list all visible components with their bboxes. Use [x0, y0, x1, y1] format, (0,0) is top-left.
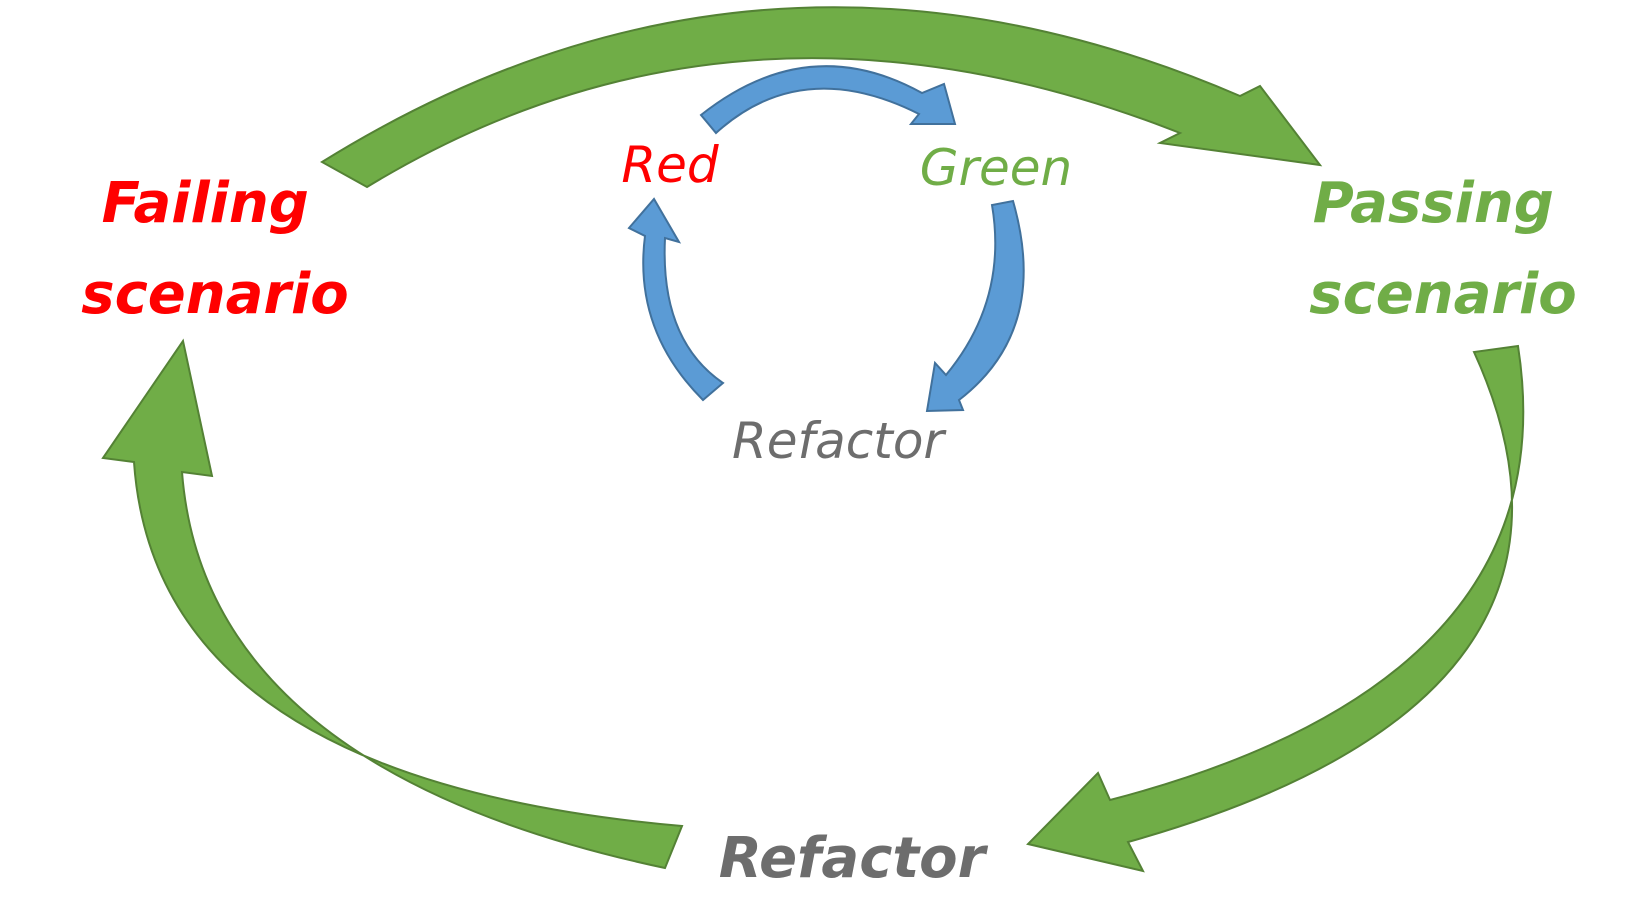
inner-refactor-label: Refactor — [732, 412, 947, 470]
labels: Failing scenario Passing scenario Refact… — [81, 136, 1576, 891]
outer-refactor-label: Refactor — [719, 826, 989, 891]
failing-scenario-label: Failing scenario — [81, 171, 348, 327]
passing-scenario-line2: scenario — [1309, 262, 1576, 327]
inner-arrow-refactor-to-red — [627, 197, 725, 402]
passing-scenario-line1: Passing — [1313, 171, 1554, 236]
outer-cycle — [101, 6, 1525, 873]
inner-cycle — [627, 65, 1025, 413]
inner-arrow-green-to-refactor — [925, 199, 1025, 413]
inner-green-label: Green — [920, 139, 1073, 197]
inner-red-label: Red — [621, 136, 719, 194]
failing-scenario-line2: scenario — [81, 262, 348, 327]
failing-scenario-line1: Failing — [102, 171, 309, 236]
outer-arrow-passing-to-refactor — [1026, 344, 1525, 873]
passing-scenario-label: Passing scenario — [1309, 171, 1576, 327]
outer-arrow-refactor-to-failing — [101, 338, 684, 870]
inner-arrow-red-to-green — [699, 65, 957, 135]
outer-arrow-failing-to-passing — [320, 6, 1323, 189]
